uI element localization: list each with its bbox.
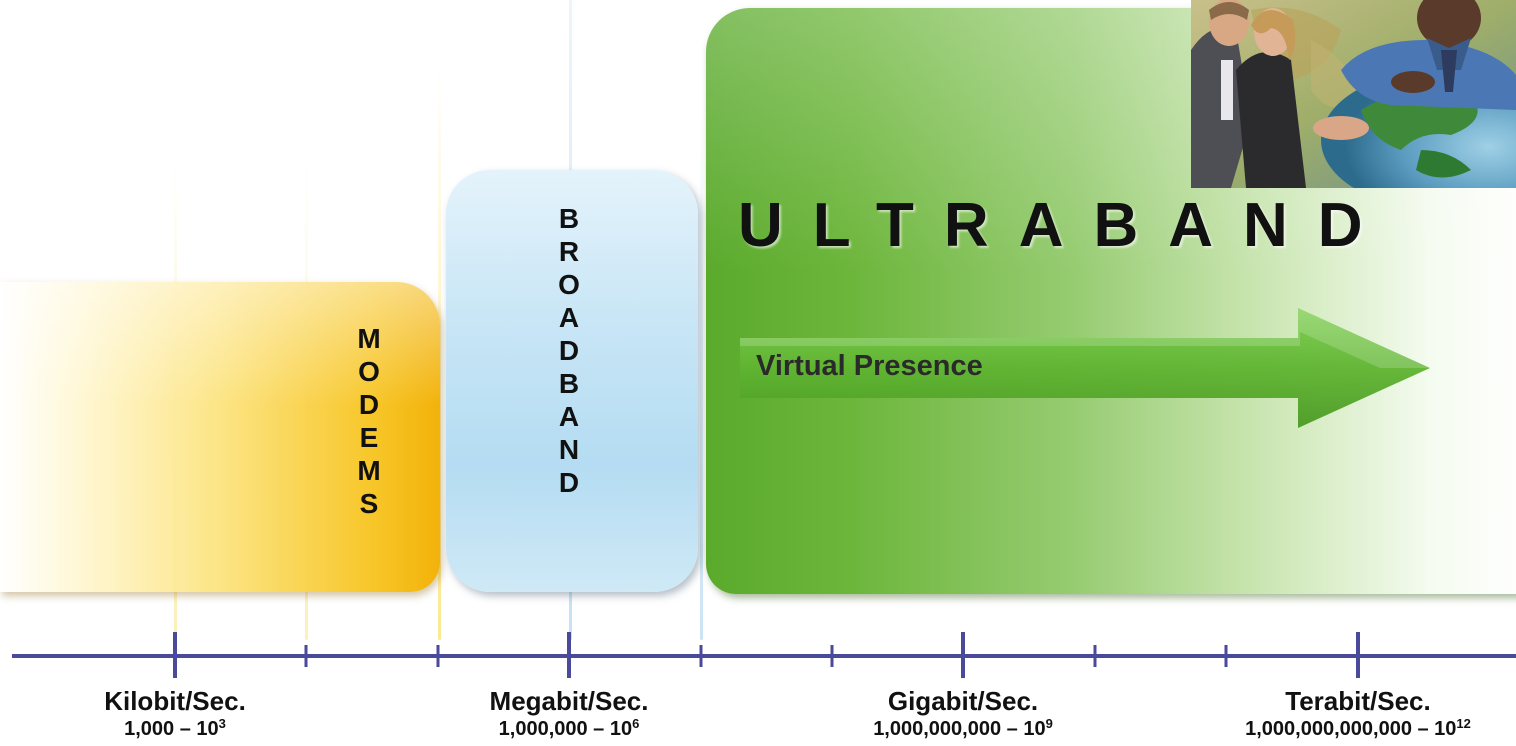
modems-letter: D bbox=[358, 389, 380, 420]
virtual-presence-label: Virtual Presence bbox=[756, 350, 983, 382]
modems-letter: M bbox=[357, 323, 381, 354]
guide-line bbox=[700, 120, 703, 640]
modems-letter: M bbox=[357, 455, 381, 486]
modems-letter: S bbox=[359, 488, 379, 519]
broadband-letter: A bbox=[558, 401, 580, 432]
scale-unit: Megabit/Sec. bbox=[489, 686, 649, 716]
bandwidth-axis bbox=[12, 632, 1516, 678]
scale-value: 1,000,000,000 – 109 bbox=[873, 716, 1053, 740]
modems-band bbox=[0, 282, 440, 592]
scale-value: 1,000,000,000,000 – 1012 bbox=[1245, 716, 1471, 740]
scale-label-gigabit: Gigabit/Sec. 1,000,000,000 – 109 bbox=[873, 686, 1053, 742]
meeting-photo bbox=[1191, 0, 1516, 188]
scale-value: 1,000 – 103 bbox=[124, 716, 226, 740]
scale-unit: Gigabit/Sec. bbox=[887, 686, 1039, 716]
broadband-letter: D bbox=[558, 335, 580, 366]
broadband-letter: N bbox=[558, 434, 580, 465]
scale-unit: Kilobit/Sec. bbox=[104, 686, 246, 716]
broadband-letter: D bbox=[558, 467, 580, 498]
scale-unit: Terabit/Sec. bbox=[1285, 686, 1431, 716]
broadband-label: B R O A D B A N D bbox=[554, 202, 584, 499]
broadband-letter: B bbox=[558, 368, 580, 399]
broadband-letter: O bbox=[558, 269, 580, 300]
modems-letter: O bbox=[358, 356, 380, 387]
modems-label: M O D E M S bbox=[354, 322, 384, 520]
scale-label-megabit: Megabit/Sec. 1,000,000 – 106 bbox=[490, 686, 649, 742]
virtual-presence-arrow bbox=[740, 308, 1430, 428]
broadband-letter: R bbox=[558, 236, 580, 267]
scale-label-terabit: Terabit/Sec. 1,000,000,000,000 – 1012 bbox=[1245, 686, 1471, 742]
modems-letter: E bbox=[359, 422, 379, 453]
broadband-letter: A bbox=[558, 302, 580, 333]
broadband-letter: B bbox=[558, 203, 580, 234]
ultraband-title: ULTRABAND bbox=[738, 191, 1393, 260]
scale-value: 1,000,000 – 106 bbox=[498, 716, 640, 740]
scale-label-kilobit: Kilobit/Sec. 1,000 – 103 bbox=[104, 686, 246, 742]
broadband-band bbox=[446, 170, 698, 592]
